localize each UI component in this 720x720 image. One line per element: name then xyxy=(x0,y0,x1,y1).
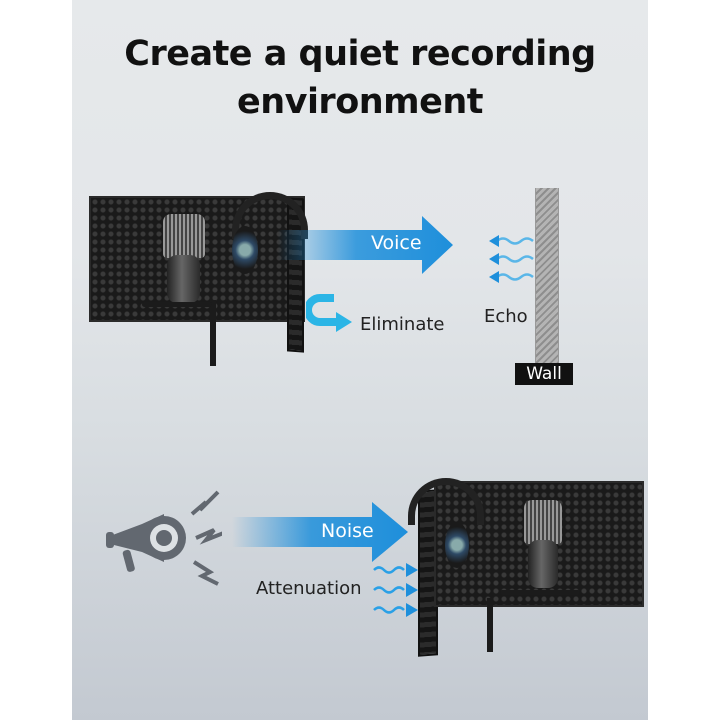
noise-arrow-icon xyxy=(232,502,408,562)
attenuation-waves-icon xyxy=(373,563,418,617)
headline-line-1: Create a quiet recording xyxy=(124,34,596,74)
eliminate-label: Eliminate xyxy=(360,314,445,335)
u-turn-arrow-icon xyxy=(306,294,352,332)
echo-waves-icon xyxy=(489,235,534,283)
headphones-earcup-2 xyxy=(445,522,469,568)
mic-stand-2 xyxy=(487,598,493,652)
headphones-earcup xyxy=(232,226,258,274)
microphone-head xyxy=(163,214,205,258)
headphones-band-2 xyxy=(408,478,484,525)
shock-mount-2 xyxy=(500,590,580,595)
mic-stand xyxy=(210,300,216,366)
headline-line-2: environment xyxy=(236,82,484,122)
voice-arrow-icon xyxy=(277,216,453,274)
voice-label: Voice xyxy=(371,232,422,254)
attenuation-label: Attenuation xyxy=(256,578,362,599)
microphone-head-2 xyxy=(524,500,562,544)
headline: Create a quiet recording environment xyxy=(72,30,648,126)
microphone-body xyxy=(167,255,200,303)
shock-mount xyxy=(142,302,212,307)
echo-label: Echo xyxy=(484,306,528,327)
wall-label: Wall xyxy=(515,363,573,385)
noise-label: Noise xyxy=(321,520,374,542)
product-infographic: Create a quiet recording environment Vo xyxy=(72,0,648,720)
megaphone-icon xyxy=(106,490,222,586)
headphones-band xyxy=(232,192,308,239)
wall-graphic xyxy=(535,188,559,363)
microphone-body-2 xyxy=(528,540,558,588)
